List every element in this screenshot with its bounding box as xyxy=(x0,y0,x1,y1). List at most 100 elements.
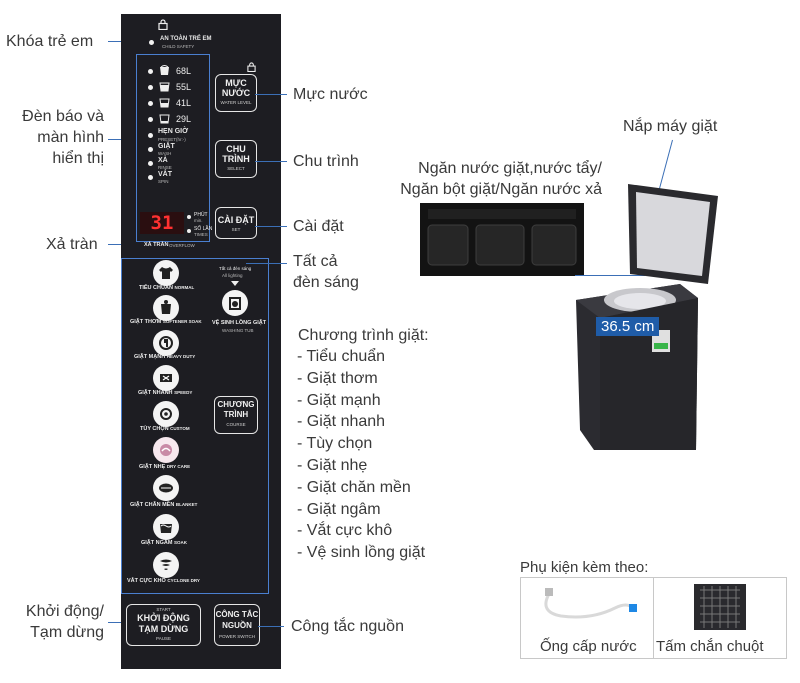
status-wash-en: WASH xyxy=(158,151,172,156)
all-lights-callout: Tất cả đèn sáng xyxy=(293,251,359,293)
program-list-item: - Giặt chăn mền xyxy=(297,478,411,496)
program-cyclone-en: CYCLONE DRY xyxy=(167,578,200,583)
start-pause-button[interactable]: START KHỞI ĐỘNG TẠM DỪNG PAUSE xyxy=(126,604,201,646)
indicators-label: Đèn báo và màn hình hiển thị xyxy=(6,106,104,169)
water-bucket-icon xyxy=(159,82,170,92)
water-level-29: 29L xyxy=(176,114,192,124)
program-custom-vn: TÙY CHỌN xyxy=(140,426,169,432)
program-speedy-en: SPEEDY xyxy=(174,390,193,395)
hose-label: Ống cấp nước xyxy=(540,638,637,655)
softener-icon xyxy=(161,300,171,314)
program-drycare-label: GIẶT NHẸ DRY CARE xyxy=(139,464,190,470)
program-speedy-button[interactable] xyxy=(153,365,179,391)
child-safety-led xyxy=(149,40,154,45)
control-panel xyxy=(121,14,281,669)
speedy-icon xyxy=(160,374,172,382)
program-normal-button[interactable] xyxy=(153,260,179,286)
power-line xyxy=(258,626,284,627)
display-unit-min: PHÚT xyxy=(194,212,208,218)
water-level-button-line1: MỰC xyxy=(225,78,247,88)
program-soak-label: GIẶT NGÂM SOAK xyxy=(141,540,187,546)
all-lights-line2: đèn sáng xyxy=(293,274,359,291)
status-spin: VẮT xyxy=(158,171,172,178)
detergent-drawer-photo xyxy=(420,203,584,276)
program-normal-label: TIÊU CHUẨN NORMAL xyxy=(139,285,194,291)
power-button[interactable]: CÔNG TẮC NGUỒN POWER SWITCH xyxy=(214,604,260,646)
water-level-button-en: WATER LEVEL xyxy=(220,100,252,105)
program-list: - Tiểu chuẩn - Giặt thơm - Giặt mạnh - G… xyxy=(297,346,425,564)
status-spin-en: SPIN xyxy=(158,179,169,184)
status-rinse: XẢ xyxy=(158,157,168,164)
program-speedy-vn: GIẶT NHANH xyxy=(138,390,173,396)
program-cyclone-button[interactable] xyxy=(153,552,179,578)
water-bucket-icon xyxy=(160,65,169,75)
display-unit-times: SỐ LẦN xyxy=(194,226,213,232)
start-button-line1: KHỞI ĐỘNG xyxy=(137,613,190,623)
program-speedy-label: GIẶT NHANH SPEEDY xyxy=(138,390,192,396)
program-softener-button[interactable] xyxy=(153,295,179,321)
program-blanket-vn: GIẶT CHĂN MỀN xyxy=(130,502,175,508)
overflow-panel-en: OVERFLOW xyxy=(169,243,195,248)
tub-clean-button[interactable] xyxy=(222,290,248,316)
program-list-item: - Vắt cực khô xyxy=(297,522,393,540)
program-heavy-label: GIẶT MẠNH HEAVY DUTY xyxy=(134,354,195,360)
start-label-line1: Khởi động/ xyxy=(25,603,104,620)
detergent-drawer-image xyxy=(420,203,584,276)
water-level-68: 68L xyxy=(176,66,192,76)
tub-clean-icon xyxy=(229,297,241,310)
set-button-en: SET xyxy=(231,227,241,232)
set-button[interactable]: CÀI ĐẶT SET xyxy=(215,207,257,239)
program-blanket-button[interactable] xyxy=(153,475,179,501)
custom-icon xyxy=(160,408,172,420)
arrow-down-icon xyxy=(231,281,239,286)
washing-machine-image xyxy=(576,184,718,450)
cycle-button-line2: TRÌNH xyxy=(222,154,250,164)
water-level-led-41 xyxy=(148,101,153,106)
start-button-en-top: START xyxy=(156,607,171,612)
program-custom-button[interactable] xyxy=(153,401,179,427)
program-soak-button[interactable] xyxy=(153,514,179,540)
course-button[interactable]: CHƯƠNG TRÌNH COURSE xyxy=(214,396,258,434)
water-level-41: 41L xyxy=(176,98,192,108)
water-level-callout: Mực nước xyxy=(293,86,368,103)
water-level-55: 55L xyxy=(176,82,192,92)
program-heavy-button[interactable] xyxy=(153,330,179,356)
program-softener-vn: GIẶT THƠM xyxy=(130,319,162,325)
program-custom-en: CUSTOM xyxy=(170,426,190,431)
overflow-label: Xả tràn xyxy=(46,236,98,253)
water-level-button[interactable]: MỰC NƯỚC WATER LEVEL xyxy=(215,74,257,112)
program-list-item: - Tiểu chuẩn xyxy=(297,348,386,365)
cycle-button-en: SELECT xyxy=(227,166,245,171)
program-list-item: - Giặt thơm xyxy=(297,369,378,387)
water-level-led-55 xyxy=(148,85,153,90)
start-button-line2: TẠM DỪNG xyxy=(138,624,189,634)
program-box xyxy=(121,258,269,594)
tub-clean-label: VỆ SINH LỒNG GIẶT xyxy=(212,320,267,326)
tub-clean-en: WASHING TUB xyxy=(222,328,254,333)
all-lighting-label: Tất cả đèn sáng xyxy=(219,266,252,271)
cycle-line xyxy=(255,161,287,162)
course-button-line1: CHƯƠNG xyxy=(217,400,255,409)
blanket-icon xyxy=(159,483,173,493)
cycle-button[interactable]: CHU TRÌNH SELECT xyxy=(215,140,257,178)
shirt-icon xyxy=(159,267,173,279)
drawer-line xyxy=(575,275,645,276)
course-button-line2: TRÌNH xyxy=(223,410,249,419)
program-soak-en: SOAK xyxy=(174,540,188,545)
program-list-item: - Vệ sinh lồng giặt xyxy=(297,544,426,562)
program-custom-label: TÙY CHỌN CUSTOM xyxy=(140,426,190,432)
cyclone-dry-icon xyxy=(160,559,172,570)
cycle-button-line1: CHU xyxy=(226,144,246,154)
settings-line xyxy=(255,226,287,227)
program-blanket-en: BLANKET xyxy=(175,502,198,507)
program-softener-label: GIẶT THƠM SOFTENER SOAK xyxy=(130,319,202,325)
depth-badge: 36.5 cm xyxy=(596,317,660,336)
digital-display: 31 xyxy=(140,212,184,234)
start-label: Khởi động/ Tạm dừng xyxy=(6,601,104,643)
program-drycare-button[interactable] xyxy=(153,437,179,463)
status-preset-en: PRESET(hr:-) xyxy=(158,137,186,142)
soak-icon xyxy=(160,524,172,533)
dry-care-icon xyxy=(160,444,172,456)
child-safety-en: CHILD SAFETY xyxy=(162,44,195,49)
status-led-spin xyxy=(148,175,153,180)
